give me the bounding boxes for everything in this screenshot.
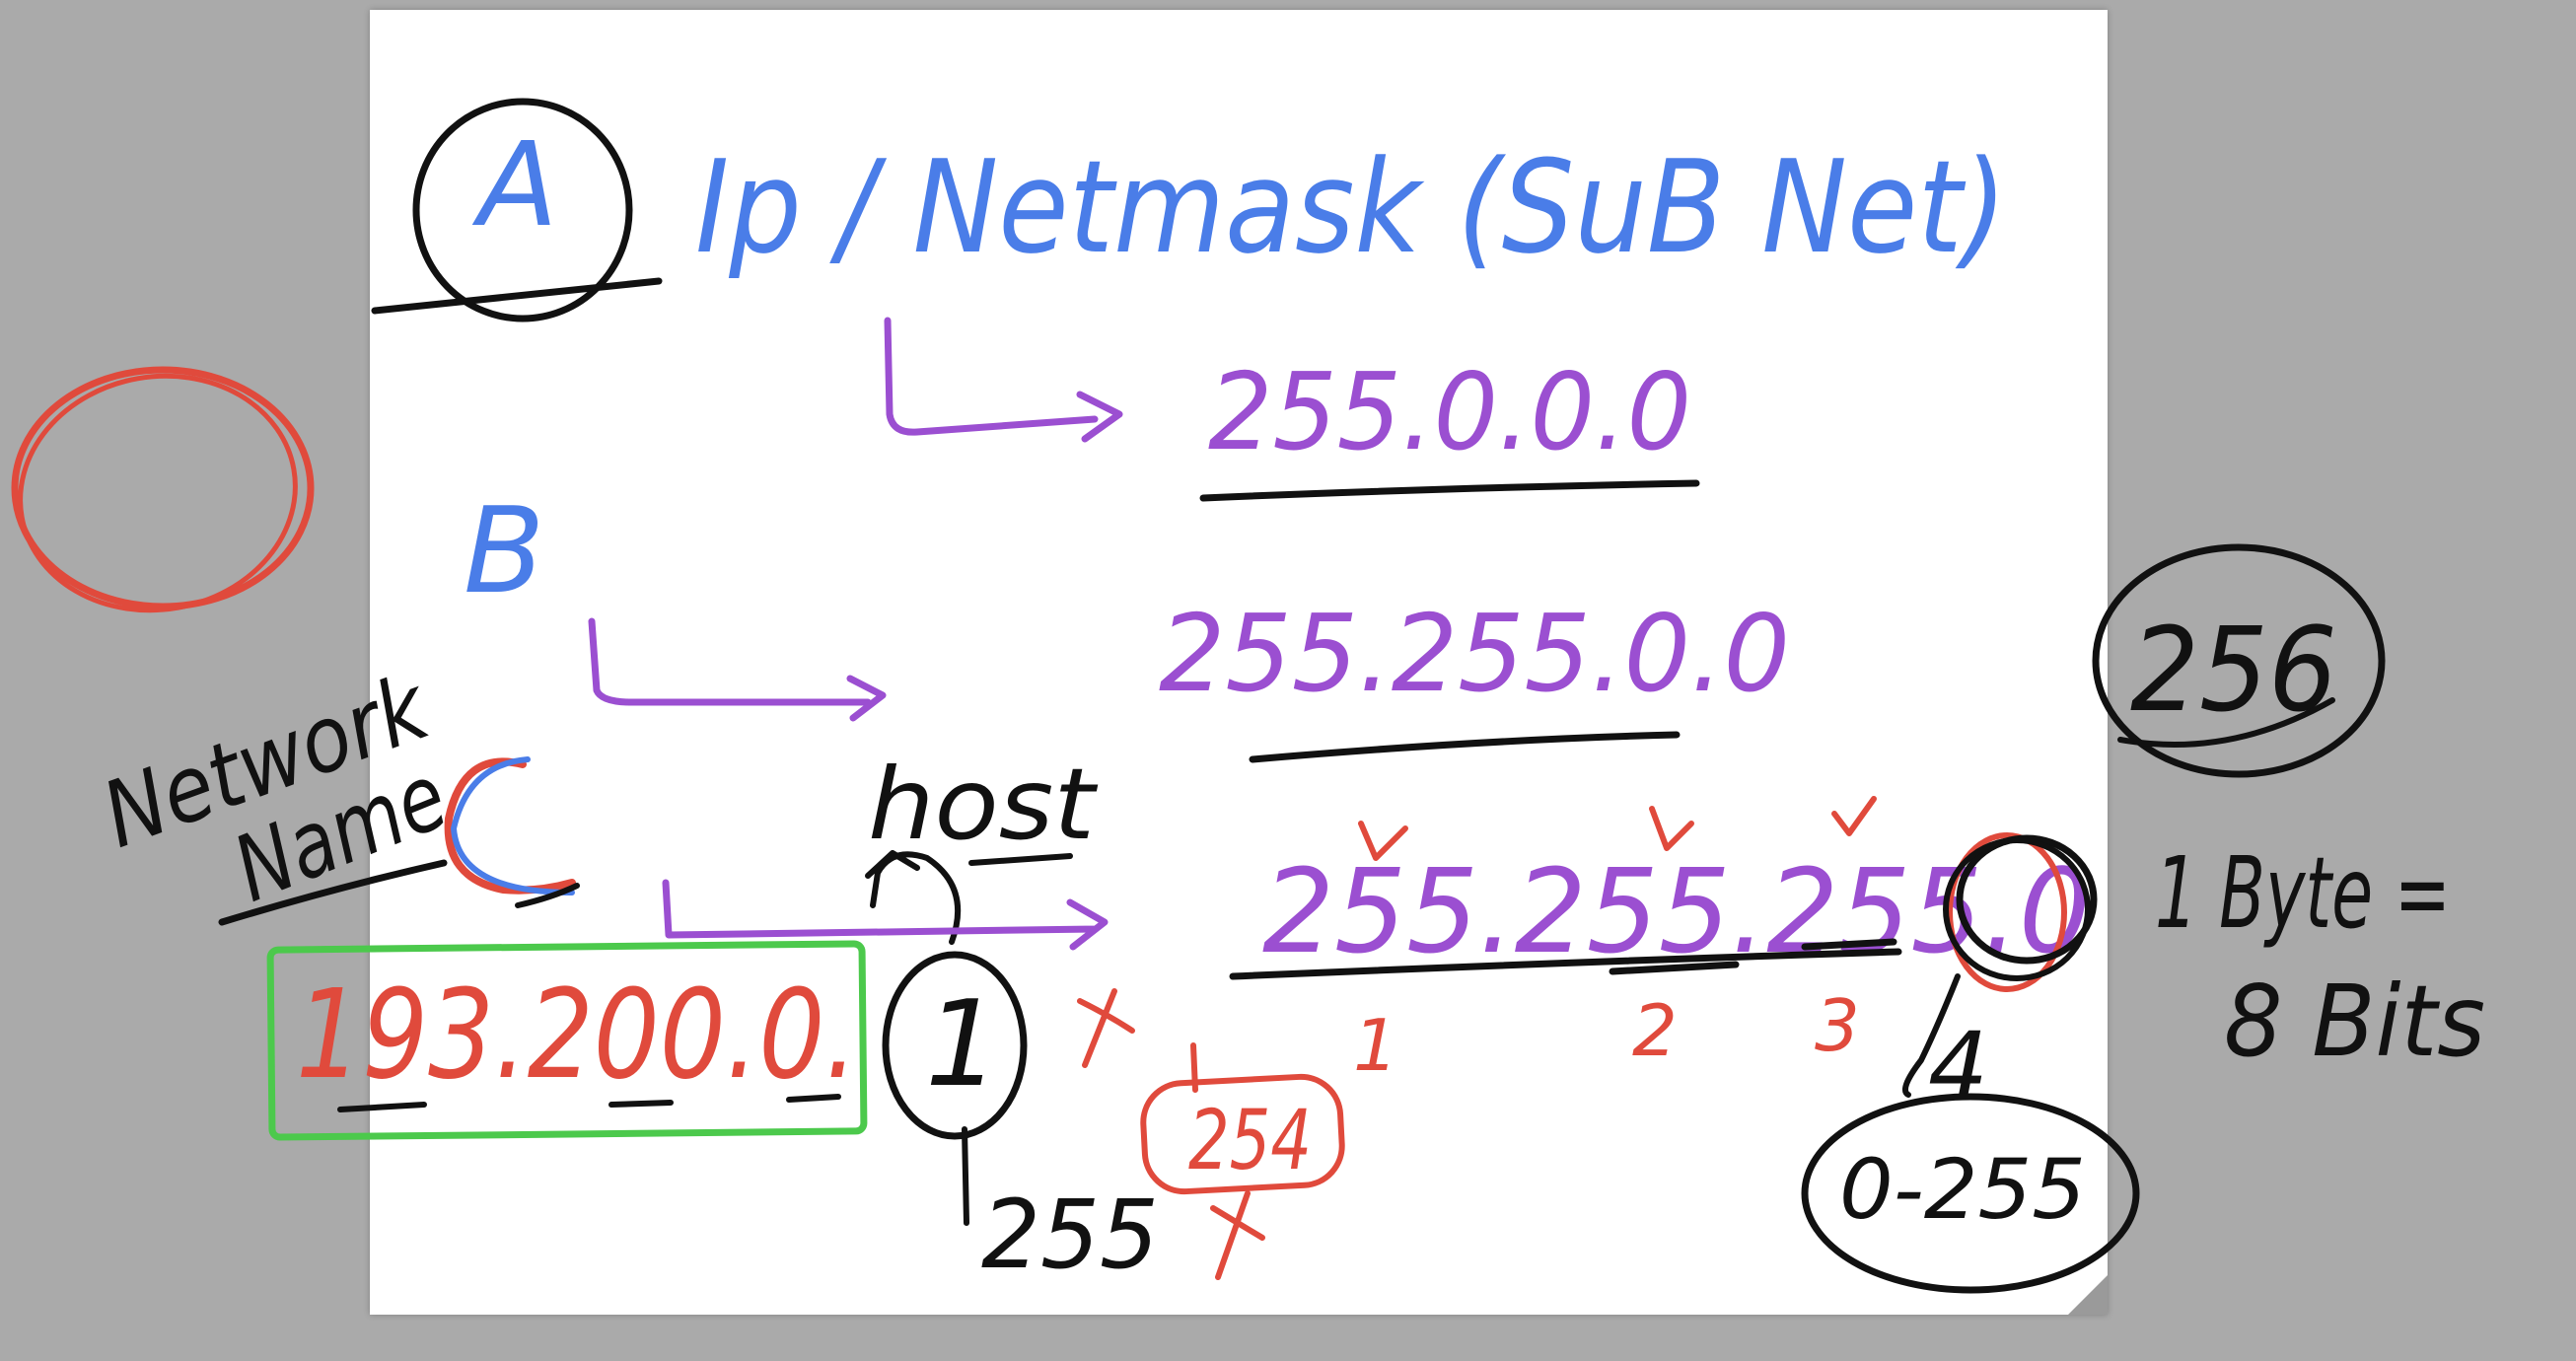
host-octet: 1 — [925, 976, 1000, 1113]
last-octet-circle-black-2 — [1943, 837, 2091, 981]
left-red-circle-2 — [18, 373, 298, 613]
check-1 — [1358, 821, 1408, 861]
class-a-arrow — [884, 317, 1123, 443]
class-c-letter-shape — [444, 757, 576, 895]
octet-number-1: 1 — [1353, 1004, 1398, 1087]
host-octet-stem — [962, 1126, 969, 1226]
host-cross-2 — [1210, 1190, 1265, 1280]
host-octet-circle — [882, 951, 1028, 1140]
octet-number-2: 2 — [1632, 989, 1678, 1072]
class-c-letter-shape-2 — [451, 756, 575, 895]
octet-4-pointer — [1902, 973, 1961, 1098]
ip-octet-underlines — [337, 1094, 841, 1112]
class-c-mask-underline — [1229, 938, 1902, 980]
class-c-ip-prefix: 193.200.0. — [296, 964, 858, 1107]
byte-rule-line1: 1 Byte = — [2155, 835, 2451, 951]
host-arrow — [865, 850, 962, 945]
class-b-mask: 255.255.0.0 — [1159, 593, 1790, 716]
class-b-mask-underline — [1249, 731, 1681, 763]
class-a-heading: Ip / Netmask (SuB Net) — [695, 132, 2007, 282]
check-3 — [1831, 796, 1877, 836]
host-limit: 254 — [1188, 1092, 1312, 1188]
left-red-circle — [11, 366, 315, 610]
host-max: 255 — [981, 1180, 1159, 1290]
octet-number-4: 4 — [1928, 1012, 1988, 1122]
host-limit-box — [1140, 1073, 1345, 1195]
combinations-circle — [2092, 543, 2386, 778]
octet-range: 0-255 — [1839, 1141, 2086, 1238]
byte-rule-line2: 8 Bits — [2224, 964, 2485, 1079]
class-a-mask-underline — [1199, 479, 1700, 502]
octet-number-3: 3 — [1815, 984, 1860, 1067]
class-a-circle — [412, 98, 633, 322]
class-a-letter: A — [471, 116, 558, 252]
last-octet-circle-red — [1947, 832, 2067, 992]
combinations: 256 — [2130, 602, 2337, 738]
resize-grip[interactable] — [2068, 1275, 2108, 1315]
class-b-letter: B — [464, 483, 544, 620]
class-c-underline — [515, 883, 580, 908]
class-b-arrow — [588, 617, 887, 722]
class-a-underline — [371, 277, 663, 315]
check-2 — [1649, 806, 1694, 851]
class-a-mask: 255.0.0.0 — [1208, 351, 1691, 474]
class-c-arrow — [662, 879, 1109, 951]
host-cross-1 — [1077, 988, 1135, 1068]
whiteboard-page[interactable] — [370, 10, 2108, 1315]
host-underline — [968, 853, 1073, 866]
network-part-box — [266, 940, 868, 1141]
combinations-underline — [2117, 697, 2335, 748]
host-label: host — [868, 747, 1099, 862]
octet-range-ellipse — [1801, 1093, 2140, 1294]
network-name-underline — [218, 859, 448, 926]
